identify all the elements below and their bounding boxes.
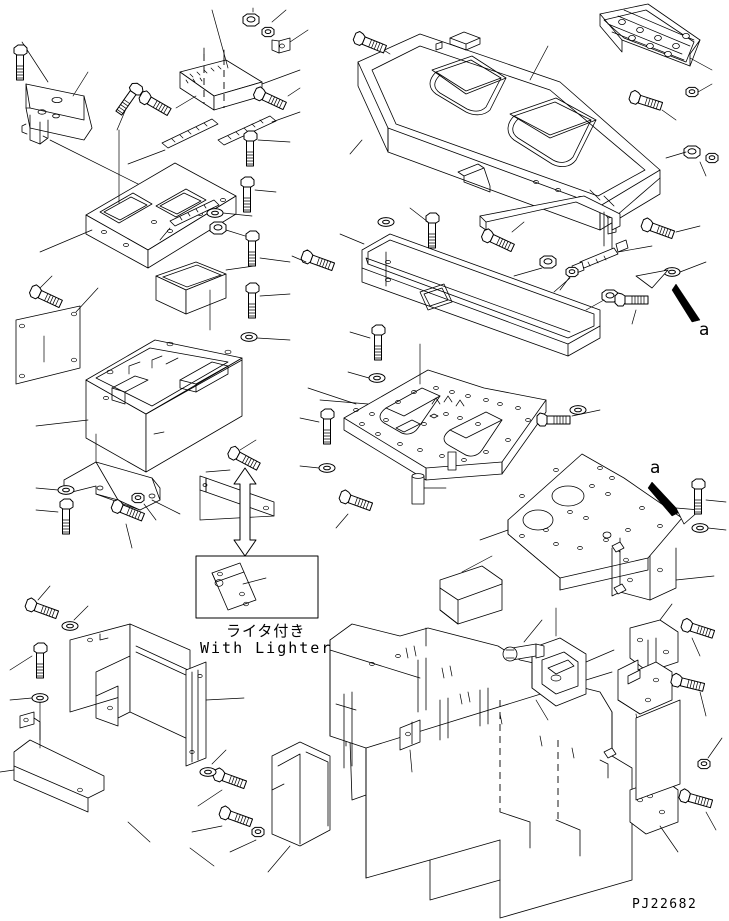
reference-mark-a-upper: a [699,320,710,340]
bolt-diag [27,283,65,310]
bolt-diag [23,596,61,621]
bolt [320,408,335,445]
reference-mark-a-lower: a [650,458,661,478]
inner-tray [155,261,227,315]
washer [318,463,336,473]
bolt-diag [211,766,249,791]
bolt-diag [217,804,255,829]
frame-bolt-sleeve [502,643,545,662]
left-side-bracket [21,83,93,145]
nut [209,221,227,235]
lower-right-panel [635,699,681,801]
bolt [245,230,260,267]
inset-caption-japanese: ライタ付き [226,622,306,640]
nut [539,255,557,269]
bolt-diag [536,412,571,427]
bolt-diag [225,444,263,473]
bolt [425,212,440,249]
perforated-floor-plate [343,369,547,481]
bolt-diag [677,787,714,811]
bolt-diag [337,488,375,513]
washer [206,208,224,218]
washer [377,217,395,227]
slotted-bar-c [169,199,220,227]
hinge-rod [571,239,629,275]
nut-small [685,86,699,98]
reference-arrow-a1 [635,269,701,323]
louvered-grille [599,3,701,67]
bolt-diag [299,248,337,273]
nut-small [697,758,711,770]
bolt [691,478,706,515]
bolt-diag [479,227,517,254]
bolt [243,130,258,167]
bolt-diag [639,216,677,241]
washer [31,693,49,703]
bolt-diag [627,88,664,113]
nut [683,145,701,159]
long-rail-trim [361,233,601,357]
bolt-diag [679,616,716,641]
washer [57,485,75,495]
relation-arrow [233,467,257,557]
lower-left-long-panel [129,623,191,741]
bolt-diag [669,672,706,694]
ash-tray-assembly [179,47,263,111]
with-lighter-inset-box [195,555,319,619]
bolt [240,176,255,213]
lower-mid-panel [271,741,331,847]
nut [242,13,260,27]
sleeve-pin-2 [447,451,457,471]
washer [368,373,386,383]
rail-support [479,195,621,253]
bolt [59,498,74,535]
washer [569,405,587,415]
frame-mount-bracket [531,637,587,707]
bolt [371,324,386,361]
nut-small [251,826,265,838]
washer [199,767,217,777]
lower-left-tall-plate [185,661,207,767]
bolt [245,282,260,319]
main-cover-panel [357,31,661,235]
main-frame [329,623,633,919]
bolt-diag [137,88,174,118]
angled-floor-plate [507,453,683,601]
washer [240,332,258,342]
bolt [33,642,48,679]
frame-small-plate [399,719,421,751]
small-clip-bracket [271,37,291,54]
bolt-diag [614,292,649,307]
nut-small [565,266,579,278]
washer [61,621,79,631]
washer [691,523,709,533]
nut-small [131,492,145,504]
slotted-bar-a [161,118,219,149]
sleeve-pin [411,473,425,505]
bolt-diag [351,29,389,56]
right-bracket-mid [617,659,673,715]
drawing-code: PJ22682 [632,897,698,912]
inset-caption-english: With Lighter [200,639,333,657]
lower-left-rail [13,711,105,813]
console-box-body [85,339,243,473]
nut-small [705,152,719,164]
frame-top-tab [439,565,503,625]
slotted-bar-b [217,115,277,146]
console-side-cover [15,305,81,385]
bolt-diag [251,85,289,112]
bolt [13,44,28,81]
nut-small [261,26,275,38]
